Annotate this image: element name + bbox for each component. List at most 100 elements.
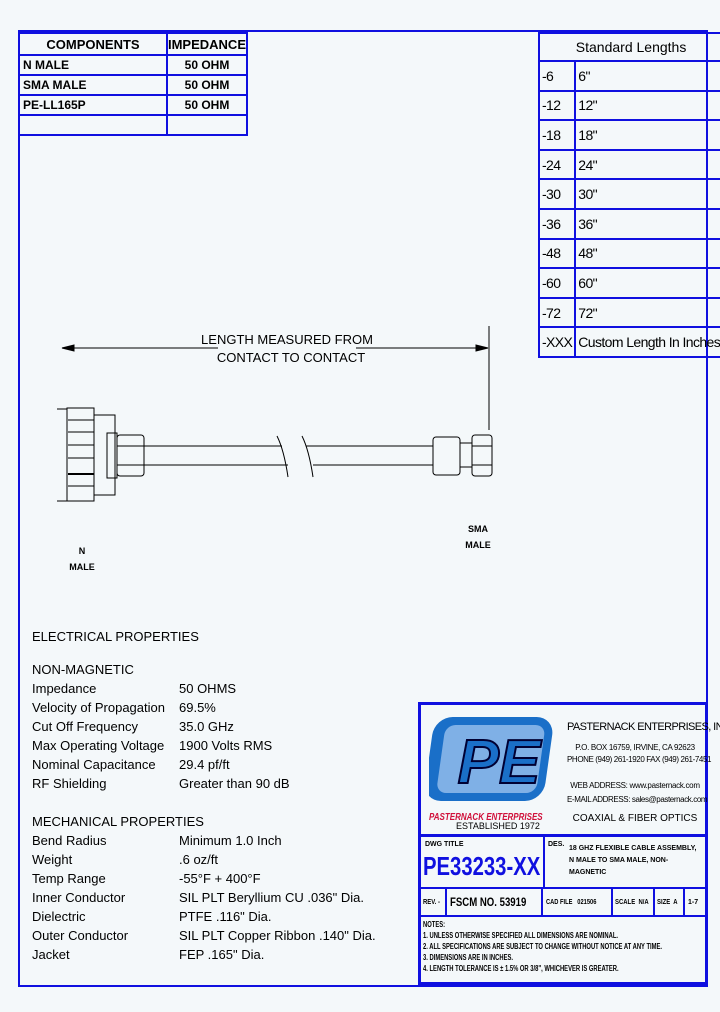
title-block: PE PASTERNACK ENTERPRISES ESTABLISHED 19… [418, 702, 720, 985]
note-item: 3. DIMENSIONS ARE IN INCHES. [423, 953, 513, 962]
dimension-label-2: CONTACT TO CONTACT [217, 350, 365, 365]
n-label: N [79, 546, 86, 556]
length-code: -48 [537, 237, 577, 270]
property-name: Impedance [32, 681, 97, 696]
cell [165, 114, 249, 136]
length-value: 6" [574, 60, 720, 92]
standard-lengths-title: Standard Lengths [537, 32, 720, 62]
frame-right [706, 30, 708, 987]
part-number-wrap: PE33233-XX [423, 851, 543, 882]
part-number: PE33233-XX [423, 851, 541, 881]
description-cell: DES. 18 GHZ FLEXIBLE CABLE ASSEMBLY, N M… [545, 837, 705, 889]
property-row: Outer Conductor SIL PLT Copper Ribbon .14… [32, 926, 376, 945]
property-value: 1900 Volts RMS [179, 738, 273, 753]
property-name: Bend Radius [32, 833, 107, 848]
scale: SCALE N/A [615, 898, 649, 906]
sheet: 1-7 [688, 898, 699, 906]
electrical-title: ELECTRICAL PROPERTIES [32, 629, 199, 644]
arrow-left [61, 344, 75, 352]
note-item: 4. LENGTH TOLERANCE IS ± 1.5% OR 3/8", W… [423, 964, 619, 973]
logo-name-wrap: PASTERNACK ENTERPRISES [429, 807, 559, 825]
length-code: -60 [537, 267, 577, 299]
pe-logo: PE [429, 717, 553, 801]
property-name: Temp Range [32, 871, 106, 886]
email-address[interactable]: E-MAIL ADDRESS: sales@pasternack.com [567, 795, 708, 804]
web-address[interactable]: WEB ADDRESS: www.pasternack.com [570, 781, 700, 790]
rev: REV. - [423, 898, 440, 906]
property-value: 69.5% [179, 700, 216, 715]
property-name: Weight [32, 852, 73, 867]
electrical-properties: ELECTRICAL PROPERTIES NON-MAGNETIC Imped… [32, 627, 290, 793]
fscm: FSCM NO. 53919 [450, 895, 527, 909]
length-code: -XXX [537, 326, 577, 358]
property-row: Bend Radius Minimum 1.0 Inch [32, 831, 376, 850]
property-name: Dielectric [32, 909, 86, 924]
length-code: -36 [537, 207, 577, 240]
property-name: Nominal Capacitance [32, 757, 156, 772]
cell: 50 OHM [165, 94, 249, 116]
property-value: FEP .165" Dia. [179, 947, 265, 962]
property-name: Velocity of Propagation [32, 700, 165, 715]
cell: N MALE [18, 54, 168, 76]
property-row: Jacket FEP .165" Dia. [32, 945, 376, 964]
description: 18 GHZ FLEXIBLE CABLE ASSEMBLY, N MALE T… [569, 845, 697, 876]
property-name: Inner Conductor [32, 890, 126, 905]
phone: PHONE (949) 261-1920 FAX (949) 261-7451 [567, 755, 712, 764]
length-value: 30" [574, 178, 720, 210]
address: P.O. BOX 16759, IRVINE, CA 92623 [575, 743, 695, 752]
company-name: PASTERNACK ENTERPRISES, INC. [567, 721, 720, 733]
note-item: 2. ALL SPECIFICATIONS ARE SUBJECT TO CHA… [423, 942, 663, 951]
property-value: Minimum 1.0 Inch [179, 833, 282, 848]
header-components: COMPONENTS [18, 32, 168, 56]
dimension-label-1: LENGTH MEASURED FROM [201, 332, 373, 347]
property-value: 35.0 GHz [179, 719, 234, 734]
property-name: Jacket [32, 947, 70, 962]
frame-top [18, 30, 708, 32]
note-item: 1. UNLESS OTHERWISE SPECIFIED ALL DIMENS… [423, 931, 619, 940]
cell: 50 OHM [165, 54, 249, 76]
established: ESTABLISHED 1972 [456, 821, 540, 831]
property-row: Weight.6 oz/ft [32, 850, 376, 869]
length-value: 36" [574, 207, 720, 240]
dwg-title-cell: DWG TITLE PE33233-XX [421, 837, 545, 889]
property-value: Greater than 90 dB [179, 776, 290, 791]
length-code: -24 [537, 148, 577, 181]
cell: SMA MALE [18, 74, 168, 96]
length-value: Custom Length In Inches [574, 326, 720, 358]
cell: 50 OHM [165, 74, 249, 96]
property-value: SIL PLT Copper Ribbon .140" Dia. [179, 928, 376, 943]
mechanical-title: MECHANICAL PROPERTIES [32, 814, 204, 829]
notes: NOTES: 1. UNLESS OTHERWISE SPECIFIED ALL… [423, 919, 700, 974]
knurl-lines [68, 419, 94, 487]
property-row: Temp Range-55°F + 400°F [32, 869, 376, 888]
frame-bottom [18, 985, 708, 987]
svg-text:PE: PE [458, 728, 542, 797]
des-label: DES. [548, 841, 565, 848]
info-row: REV. - FSCM NO. 53919 CAD FILE 021506 SC… [421, 889, 705, 917]
property-name: Outer Conductor [32, 928, 129, 943]
header-impedance: IMPEDANCE [165, 32, 249, 56]
company-area: PE PASTERNACK ENTERPRISES ESTABLISHED 19… [421, 705, 720, 837]
length-value: 18" [574, 119, 720, 151]
n-male-label: MALE [69, 562, 95, 572]
length-code: -72 [537, 296, 577, 329]
sma-male-label: MALE [465, 540, 491, 550]
